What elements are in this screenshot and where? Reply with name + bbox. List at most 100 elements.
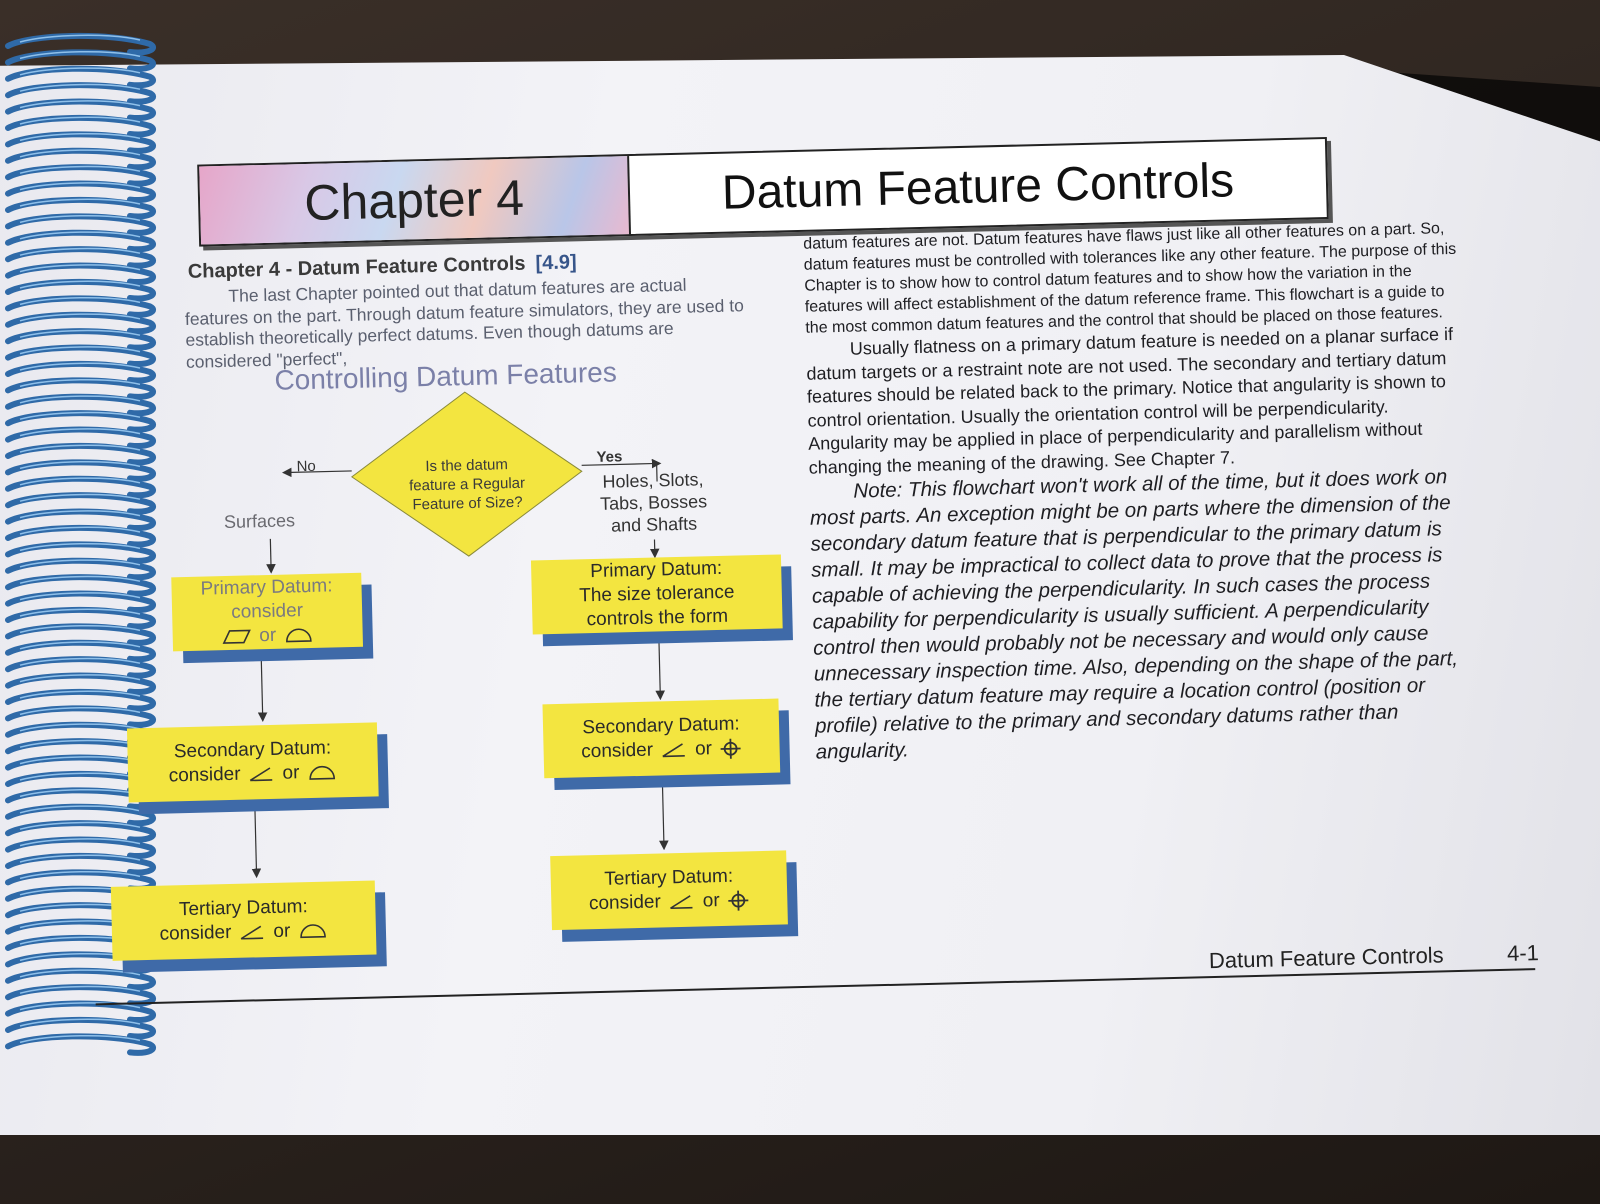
right-tertiary-consider: consider — [588, 891, 662, 915]
left-tertiary-line: consider or — [159, 919, 328, 947]
left-primary-box: Primary Datum: consider or — [171, 572, 364, 652]
left-secondary-box: Secondary Datum: consider or — [126, 722, 379, 803]
spiral-coil-highlight — [19, 1002, 141, 1011]
spiral-coil-highlight — [19, 100, 141, 109]
spiral-coil-highlight — [19, 67, 141, 76]
left-primary-title: Primary Datum: — [200, 575, 333, 600]
right-tertiary-title: Tertiary Datum: — [604, 865, 734, 890]
spiral-coil-highlight — [19, 542, 141, 552]
holes-line-2: Tabs, Bosses — [599, 491, 708, 514]
spiral-coil-highlight — [19, 510, 141, 519]
spiral-coil-highlight — [19, 821, 141, 830]
left-tertiary-or: or — [273, 920, 291, 942]
spiral-coil-highlight — [19, 1018, 141, 1027]
spiral-coil-highlight — [19, 378, 141, 388]
spiral-coil-highlight — [19, 313, 141, 322]
spiral-coil-highlight — [19, 116, 141, 125]
decision-text: Is the datum feature a Regular Feature o… — [351, 453, 582, 516]
no-label: No — [296, 457, 316, 476]
spiral-coil-highlight — [19, 657, 141, 666]
spiral-coil-highlight — [19, 641, 141, 650]
left-tertiary-box: Tertiary Datum: consider or — [110, 880, 377, 961]
spiral-coil-highlight — [19, 559, 141, 568]
right-secondary-consider: consider — [581, 739, 654, 763]
spiral-coil-highlight — [19, 838, 141, 847]
spiral-coil-highlight — [19, 198, 141, 207]
spiral-coil-highlight — [19, 411, 141, 420]
left-arrow-1 — [257, 651, 268, 722]
spiral-coil-highlight — [19, 149, 141, 158]
flowchart-connectors — [251, 391, 669, 879]
left-arrow-2 — [251, 805, 262, 879]
footer-title: Datum Feature Controls — [1208, 942, 1444, 974]
spiral-coil-highlight — [19, 477, 141, 486]
decision-node: Is the datum feature a Regular Feature o… — [350, 405, 584, 561]
body-column: datum features are not. Datum features h… — [803, 218, 1476, 766]
holes-line-3: and Shafts — [610, 513, 698, 536]
position-icon — [720, 738, 741, 759]
spiral-coil-highlight — [19, 214, 141, 224]
left-secondary-line: consider or — [168, 760, 337, 788]
body-paragraph-1: datum features are not. Datum features h… — [803, 220, 1457, 337]
spiral-coil-highlight — [19, 985, 141, 994]
spiral-coil-highlight — [19, 395, 141, 404]
yes-label: Yes — [596, 448, 623, 466]
spiral-coil-highlight — [19, 34, 141, 43]
chapter-label: Chapter 4 — [199, 156, 632, 245]
profile-of-surface-icon — [286, 628, 313, 643]
left-secondary-consider: consider — [168, 763, 241, 787]
spiral-coil-highlight — [19, 493, 141, 502]
lead-heading-text: Chapter 4 - Datum Feature Controls — [187, 252, 526, 283]
right-secondary-or: or — [694, 738, 713, 760]
decision-diamond — [350, 391, 583, 557]
right-primary-title: Primary Datum: — [590, 557, 723, 583]
spiral-coil-highlight — [19, 444, 141, 453]
spiral-coil-highlight — [19, 165, 141, 174]
profile-of-surface-icon — [309, 765, 336, 780]
spiral-coil-highlight — [19, 706, 141, 716]
right-tertiary-or: or — [702, 890, 720, 912]
left-secondary-or: or — [282, 762, 300, 784]
right-tertiary-line: consider or — [589, 888, 750, 916]
angularity-icon — [662, 743, 686, 758]
left-primary-or: or — [259, 624, 277, 647]
surfaces-label: Surfaces — [223, 510, 296, 533]
spiral-coil-highlight — [19, 805, 141, 814]
spiral-coil-highlight — [19, 83, 141, 92]
right-arrow-1 — [655, 633, 665, 701]
page-number: 4-1 — [1506, 940, 1540, 966]
note-text: This flowchart won't work all of the tim… — [809, 465, 1459, 764]
spiral-coil-highlight — [19, 854, 141, 863]
angularity-icon — [670, 895, 693, 910]
spiral-coil-highlight — [19, 723, 141, 732]
spiral-binding — [5, 32, 157, 1056]
left-primary-consider: consider — [230, 600, 304, 623]
holes-label: Holes, Slots, Tabs, Bosses and Shafts — [583, 468, 725, 537]
spiral-coil-highlight — [19, 296, 141, 306]
spiral-coil-highlight — [19, 264, 141, 273]
right-secondary-line: consider or — [581, 736, 742, 764]
flowchart: Is the datum feature a Regular Feature o… — [95, 380, 830, 1017]
spiral-coil-highlight — [19, 969, 141, 978]
spiral-coil-highlight — [19, 592, 141, 601]
yes-arrow — [581, 458, 662, 469]
spiral-coil-highlight — [19, 674, 141, 683]
right-primary-box: Primary Datum: The size tolerance contro… — [530, 554, 783, 635]
position-icon — [728, 890, 749, 911]
flatness-icon — [222, 629, 251, 644]
spiral-coil-highlight — [19, 428, 141, 437]
spiral-coil-highlight — [19, 608, 141, 617]
spiral-coil-highlight — [19, 231, 141, 240]
spiral-coil-highlight — [19, 460, 141, 470]
note-lead: Note: — [853, 478, 903, 503]
left-tertiary-consider: consider — [159, 921, 232, 945]
spiral-coil-highlight — [19, 182, 141, 191]
spiral-coil-highlight — [19, 247, 141, 256]
spiral-coil-highlight — [19, 280, 141, 289]
right-tertiary-box: Tertiary Datum: consider or — [550, 850, 788, 931]
no-arrow — [281, 467, 352, 478]
surfaces-arrow — [266, 538, 276, 574]
spiral-coil-highlight — [19, 1034, 141, 1044]
